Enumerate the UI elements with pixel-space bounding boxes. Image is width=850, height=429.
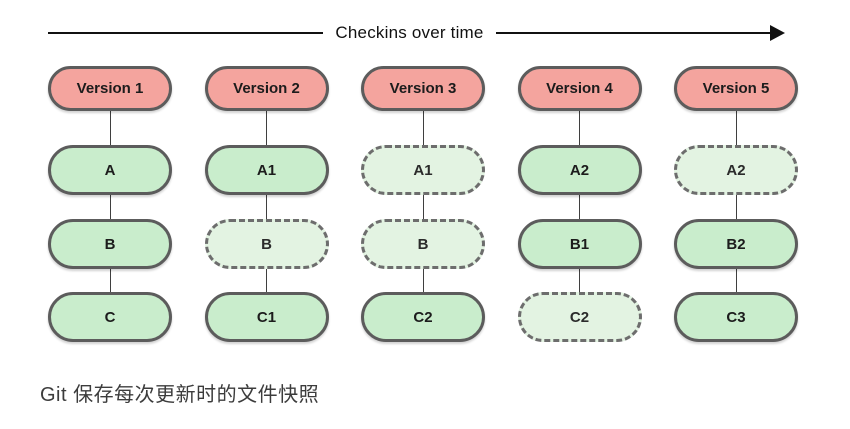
file-node-unchanged[interactable]: B	[204, 219, 329, 269]
file-node-changed[interactable]: B	[48, 219, 172, 269]
file-node-changed[interactable]: C	[48, 292, 172, 342]
connector-line	[109, 195, 111, 219]
timeline-line-right	[495, 32, 771, 34]
file-node-changed[interactable]: A2	[517, 145, 642, 195]
connector-line	[735, 195, 737, 219]
file-node-unchanged[interactable]: A1	[361, 145, 485, 195]
timeline-line-left	[48, 32, 324, 34]
figure-caption: Git 保存每次更新时的文件快照	[40, 384, 320, 406]
connector-line	[266, 269, 267, 292]
connector-line	[109, 111, 111, 145]
connector-line	[579, 269, 580, 292]
connector-line	[422, 111, 424, 145]
connector-line	[422, 195, 424, 219]
connector-line	[735, 111, 737, 145]
connector-line	[109, 269, 111, 292]
arrow-right-icon	[770, 25, 785, 41]
connector-line	[266, 111, 267, 145]
file-node-changed[interactable]: B1	[517, 219, 642, 269]
version-node[interactable]: Version 2	[204, 66, 329, 111]
file-node-changed[interactable]: C1	[204, 292, 329, 342]
version-node[interactable]: Version 3	[361, 66, 485, 111]
file-node-changed[interactable]: A1	[204, 145, 329, 195]
connector-line	[422, 269, 424, 292]
version-node[interactable]: Version 5	[674, 66, 798, 111]
file-node-unchanged[interactable]: C2	[517, 292, 642, 342]
file-node-unchanged[interactable]: A2	[674, 145, 798, 195]
file-node-changed[interactable]: A	[48, 145, 172, 195]
file-node-unchanged[interactable]: B	[361, 219, 485, 269]
connector-line	[579, 111, 580, 145]
connector-line	[266, 195, 267, 219]
file-node-changed[interactable]: C2	[361, 292, 485, 342]
connector-line	[735, 269, 737, 292]
file-node-changed[interactable]: C3	[674, 292, 798, 342]
version-node[interactable]: Version 1	[48, 66, 172, 111]
version-node[interactable]: Version 4	[517, 66, 642, 111]
timeline-header: Checkins over time	[48, 18, 785, 48]
file-node-changed[interactable]: B2	[674, 219, 798, 269]
connector-line	[579, 195, 580, 219]
timeline-label: Checkins over time	[335, 22, 484, 42]
